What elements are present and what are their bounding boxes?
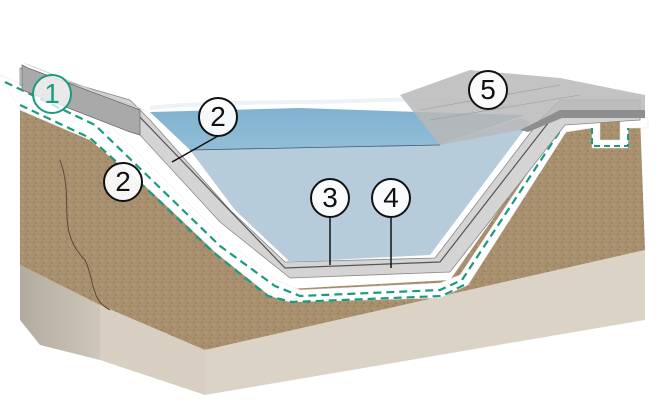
base-block <box>20 250 645 395</box>
callout-4: 4 <box>371 178 411 218</box>
leader-lines <box>171 135 392 268</box>
paving-surface <box>400 70 645 145</box>
callout-2-upper: 2 <box>198 97 238 137</box>
callout-1: 1 <box>32 74 72 114</box>
callout-3: 3 <box>310 178 350 218</box>
soil-layer <box>20 110 645 350</box>
callout-2-lower: 2 <box>103 162 143 202</box>
callout-5: 5 <box>468 70 508 110</box>
geotextile-layer <box>0 74 649 304</box>
